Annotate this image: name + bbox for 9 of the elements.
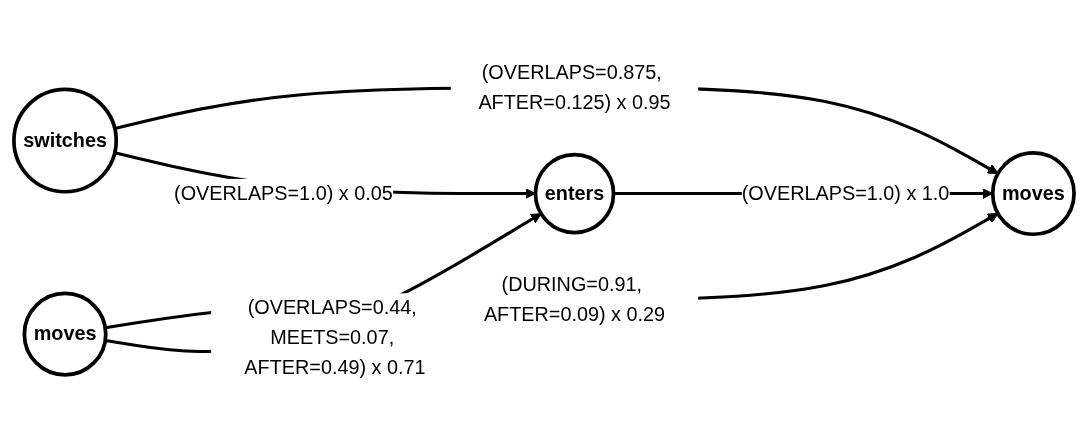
edge-label: (OVERLAPS=1.0) x 1.0 xyxy=(741,182,950,204)
edge-label: (DURING=0.91, AFTER=0.09) x 0.29 xyxy=(483,273,666,325)
edge-label: (OVERLAPS=0.875, AFTER=0.125) x 0.95 xyxy=(478,61,671,113)
node-circle: switches xyxy=(12,87,119,194)
node-circle: moves xyxy=(990,151,1076,237)
node-circle: moves xyxy=(22,291,108,378)
edge-label: (OVERLAPS=0.44, MEETS=0.07, AFTER=0.49) x 0.71 xyxy=(244,297,426,378)
node-circle: enters xyxy=(533,153,616,235)
edge-label: (OVERLAPS=1.0) x 0.05 xyxy=(174,182,393,204)
